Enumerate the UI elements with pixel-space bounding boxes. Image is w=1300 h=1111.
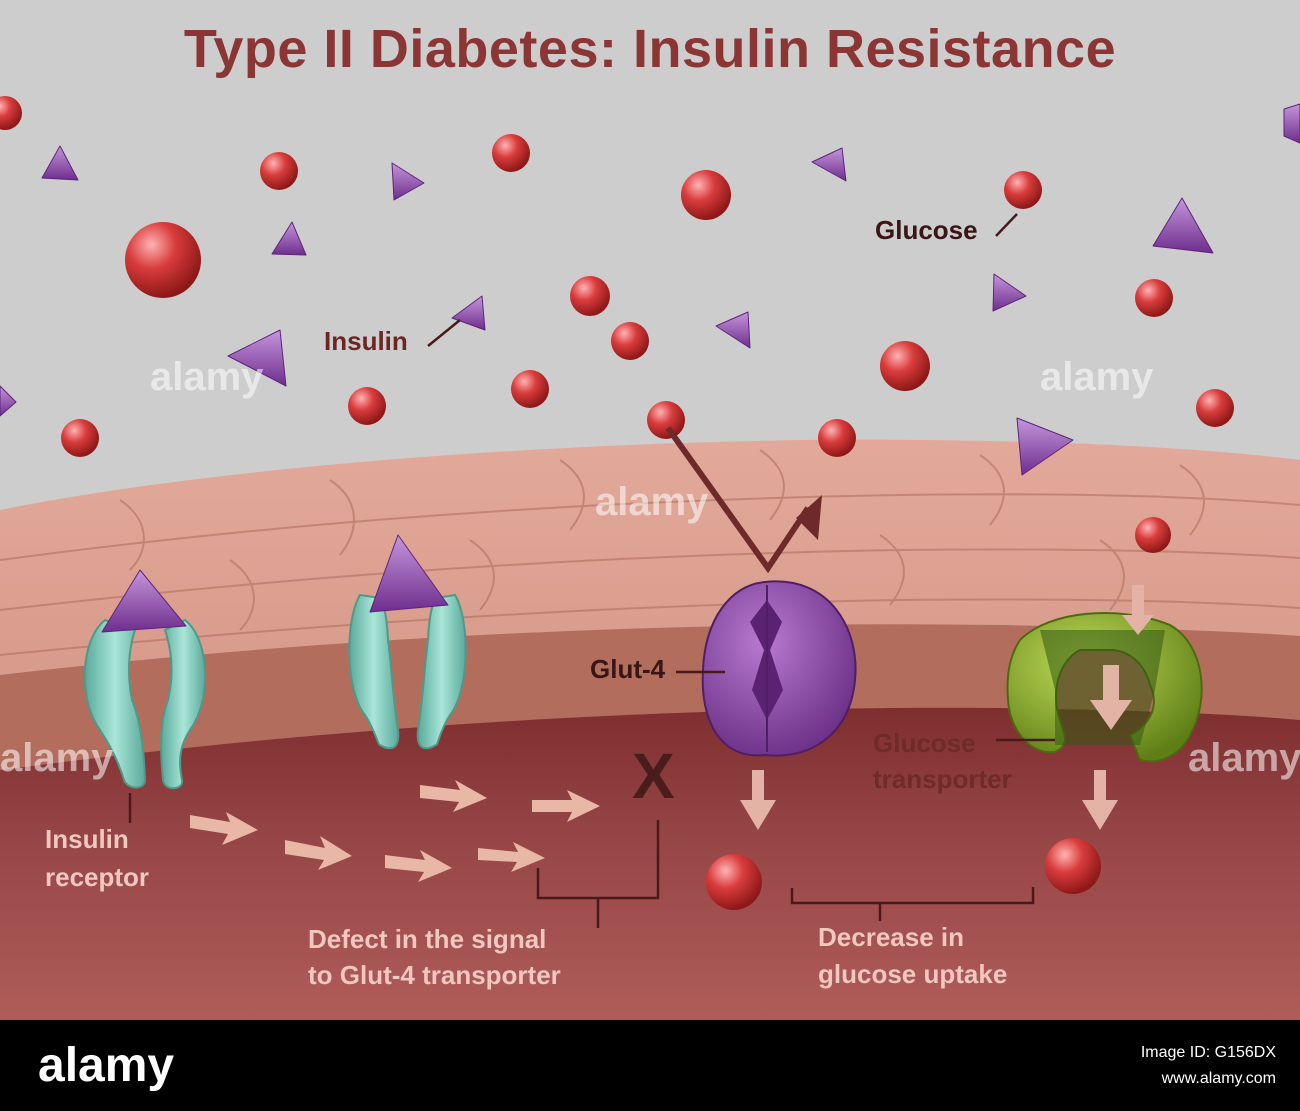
glucose-molecule (706, 854, 762, 910)
insulin-receptor-label-line2: receptor (45, 862, 150, 892)
leader-lines (128, 213, 1055, 928)
footer-site: www.alamy.com (1161, 1070, 1276, 1087)
footer-bar: alamy Image ID: G156DX www.alamy.com (0, 1020, 1300, 1111)
insulin-molecule (1016, 417, 1074, 476)
glucose-label: Glucose (875, 215, 978, 245)
insulin-molecule (992, 273, 1027, 312)
glucose-transporter (1006, 612, 1203, 763)
diagram: Type II Diabetes: Insulin Resistance Glu… (0, 0, 1300, 1020)
glucose-molecule (1045, 838, 1101, 894)
decrease-label-line2: glucose uptake (818, 959, 1008, 989)
footer-image-id: Image ID: G156DX (1140, 1044, 1276, 1061)
footer-info: Image ID: G156DX www.alamy.com (1141, 1040, 1276, 1092)
defect-label-line2: to Glut-4 transporter (308, 960, 561, 990)
signal-block-mark: X (632, 740, 675, 812)
diagram-title: Type II Diabetes: Insulin Resistance (183, 19, 1117, 79)
insulin-molecules (0, 103, 1300, 476)
glucose-molecule (1135, 517, 1171, 553)
insulin-molecule (0, 385, 17, 417)
glucose-molecule (61, 419, 99, 457)
cell-texture (0, 449, 1300, 656)
glucose-molecule (260, 152, 298, 190)
glucose-molecule (348, 387, 386, 425)
bound-insulin (101, 569, 187, 633)
footer-brand-logo: alamy (38, 1039, 175, 1092)
signal-arrows (190, 780, 600, 882)
glucose-molecule (511, 370, 549, 408)
cell-interior (0, 707, 1300, 1020)
insulin-molecule (1152, 197, 1214, 254)
bounce-arrowhead (796, 495, 822, 540)
glucose-molecule (570, 276, 610, 316)
glucose-molecule (818, 419, 856, 457)
glucose-molecule (880, 341, 930, 391)
insulin-molecule (271, 221, 307, 256)
insulin-label: Insulin (324, 326, 408, 356)
defect-label-line1: Defect in the signal (308, 924, 547, 954)
glut4-transporter (701, 580, 857, 757)
cell-membrane (0, 624, 1300, 770)
glucose-molecules (0, 96, 1234, 910)
watermark: alamy (0, 736, 114, 780)
glucose-molecule (1135, 279, 1173, 317)
glucose-molecule (492, 134, 530, 172)
insulin-molecule (41, 145, 79, 181)
insulin-receptor-label-line1: Insulin (45, 824, 129, 854)
glucose-molecule (125, 222, 201, 298)
insulin-molecule (811, 147, 847, 182)
insulin-molecule (391, 162, 425, 201)
glucose-molecule (611, 322, 649, 360)
insulin-molecule (715, 311, 751, 349)
insulin-molecule (451, 295, 486, 331)
insulin-receptor-2 (348, 534, 467, 750)
watermark: alamy (1040, 355, 1154, 399)
decrease-label-line1: Decrease in (818, 922, 964, 952)
glucose-molecule (1196, 389, 1234, 427)
glut4-label: Glut-4 (590, 654, 666, 684)
bound-insulin (369, 534, 449, 613)
glucose-molecule (1004, 171, 1042, 209)
watermark: alamy (1188, 736, 1300, 780)
glucose-transporter-label-line2: transporter (873, 764, 1012, 794)
insulin-molecule (227, 329, 287, 387)
watermark: alamy (150, 355, 264, 399)
glucose-molecule (0, 96, 22, 130)
glucose-molecule (647, 401, 685, 439)
insulin-receptor-1 (83, 569, 207, 790)
bounce-arrow (665, 426, 811, 574)
glucose-transporter-label-line1: Glucose (873, 728, 976, 758)
uptake-arrows (740, 585, 1154, 830)
insulin-molecule (1283, 103, 1300, 144)
watermark: alamy (595, 480, 709, 524)
glucose-molecule (681, 170, 731, 220)
